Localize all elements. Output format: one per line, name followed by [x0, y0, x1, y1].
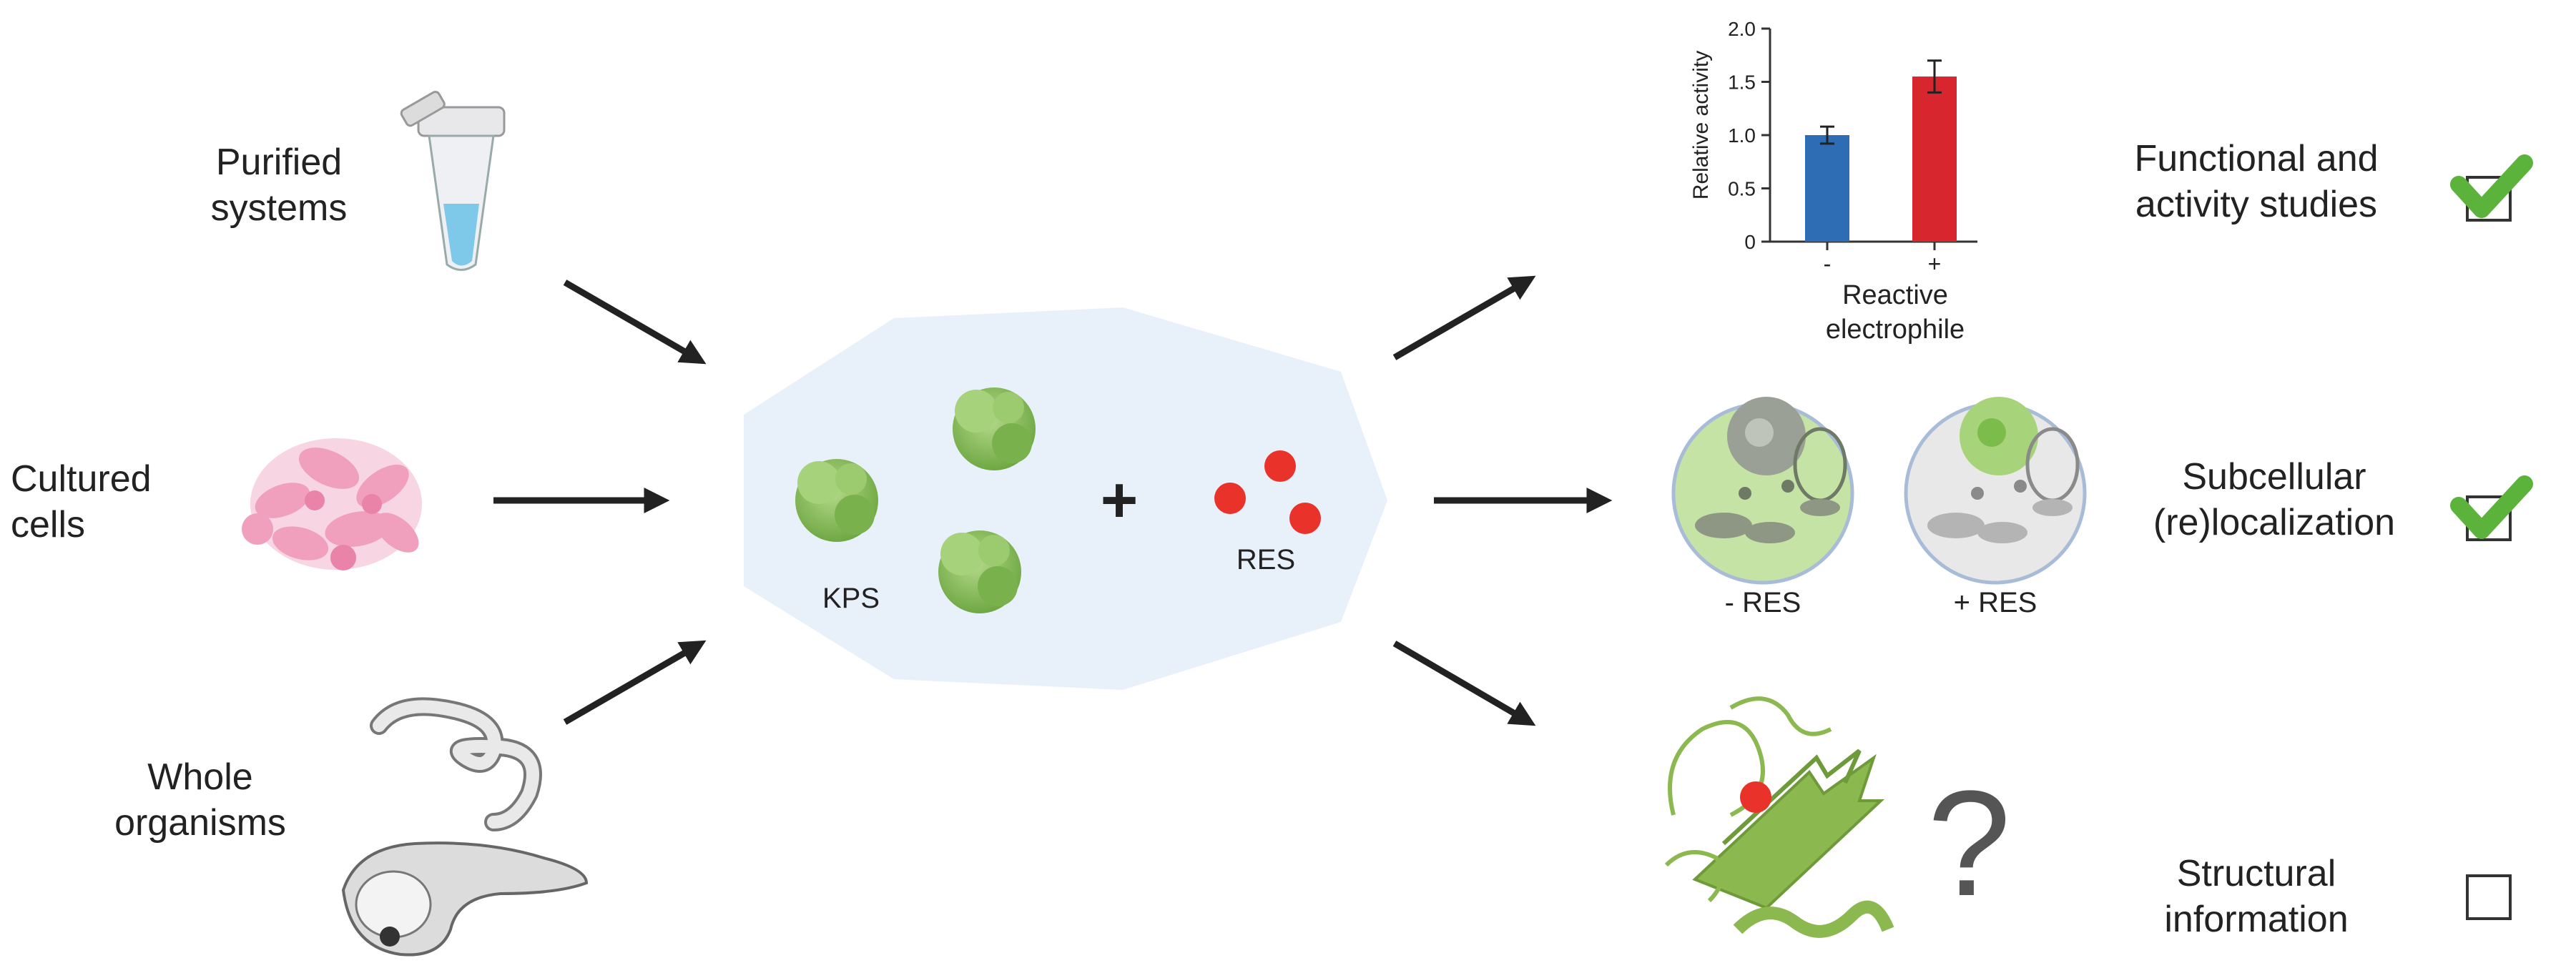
arrow-organisms	[563, 640, 707, 725]
y-tick-label: 1.0	[1728, 124, 1756, 147]
cultured-cells-icon	[242, 438, 422, 570]
protein-structure-icon	[1664, 696, 1894, 938]
outcome-activity-label: Functional and activity studies	[2103, 136, 2410, 227]
kps-protein-icon	[953, 387, 1036, 470]
label-whole-organisms: Whole organisms	[100, 754, 300, 846]
bar-minus	[1805, 135, 1849, 242]
label-line: (re)localization	[2153, 502, 2396, 543]
check-activity-icon	[2450, 154, 2533, 218]
x-tick-label: +	[1928, 251, 1942, 277]
tube-icon	[400, 91, 506, 271]
label-line: systems	[210, 187, 348, 229]
label-line: information	[2164, 899, 2349, 940]
activity-bar-chart: 0 0.5 1.0 1.5 2.0 - + Relative activity React…	[1689, 18, 1977, 345]
worm-fish-icon	[341, 697, 589, 957]
arrow-to-activity	[1392, 275, 1536, 360]
res-molecules-icon	[1214, 450, 1321, 534]
label-line: Purified	[215, 142, 343, 183]
label-line: Subcellular	[2182, 456, 2366, 498]
res-label: RES	[1236, 544, 1296, 576]
x-axis-label-line1: Reactive	[1842, 280, 1948, 310]
label-line: activity studies	[2135, 184, 2378, 225]
reaction-panel	[744, 307, 1387, 690]
x-axis-label-line2: electrophile	[1826, 315, 1965, 345]
y-tick-label: 2.0	[1728, 18, 1756, 40]
kps-protein-icon	[938, 530, 1021, 613]
label-line: Functional and	[2134, 138, 2379, 179]
kps-label: KPS	[822, 583, 880, 614]
arrow-to-structure	[1392, 641, 1536, 726]
cell-plus-res-label: + RES	[1953, 587, 2037, 618]
y-tick-label: 0	[1744, 231, 1756, 253]
cell-minus-res-icon	[1671, 397, 1854, 585]
y-tick-label: 1.5	[1728, 71, 1756, 94]
plus-sign: +	[1100, 465, 1139, 536]
question-mark: ?	[1927, 759, 2011, 927]
label-line: Cultured	[11, 458, 152, 500]
bar-plus	[1912, 76, 1957, 242]
label-line: organisms	[114, 802, 286, 844]
x-tick-label: -	[1824, 251, 1832, 277]
label-cultured-cells: Cultured cells	[11, 456, 161, 548]
label-line: cells	[11, 504, 86, 545]
kps-protein-icon	[795, 459, 878, 542]
y-axis-label: Relative activity	[1689, 51, 1713, 199]
check-localization-icon	[2450, 475, 2533, 539]
outcome-localization-label: Subcellular (re)localization	[2131, 454, 2417, 545]
label-line: Whole	[147, 756, 253, 798]
cell-minus-res-label: - RES	[1724, 587, 1801, 618]
label-purified-systems: Purified systems	[179, 139, 379, 231]
outcome-structure-label: Structural information	[2145, 851, 2367, 942]
cell-plus-res-icon	[1904, 397, 2087, 585]
label-line: Structural	[2176, 853, 2336, 894]
arrow-purified	[563, 280, 707, 365]
checkbox-structure[interactable]	[2466, 874, 2512, 920]
y-tick-label: 0.5	[1728, 178, 1756, 200]
